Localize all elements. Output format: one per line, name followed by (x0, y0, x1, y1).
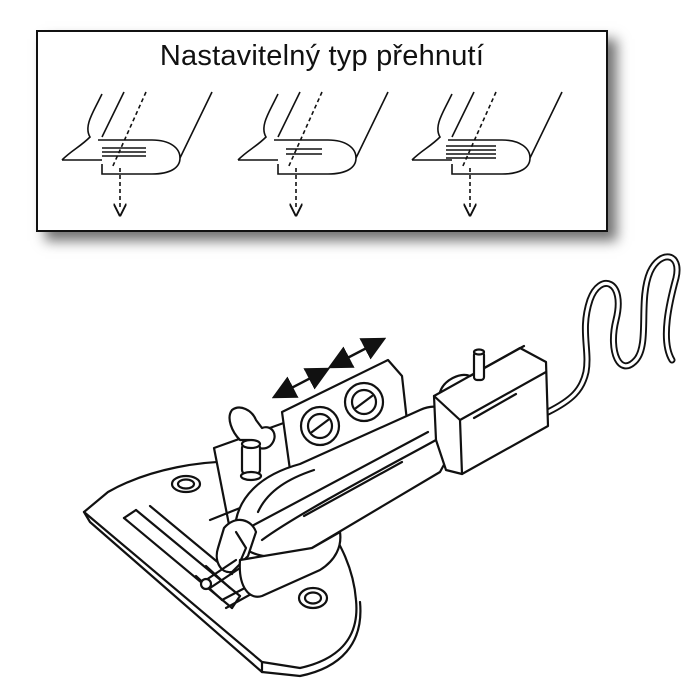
tape-guide-box (432, 346, 550, 476)
fold-variant-2 (237, 91, 389, 210)
fold-variant-1 (61, 91, 213, 210)
fold-variant-3 (411, 91, 563, 210)
screw-2 (343, 381, 385, 423)
fold-type-panel: Nastavitelný typ přehnutí (36, 30, 608, 232)
adjust-arrow-2 (327, 337, 387, 369)
adjust-arrow-1 (271, 367, 331, 399)
panel-title: Nastavitelný typ přehnutí (159, 40, 485, 72)
screw-1 (299, 405, 341, 447)
wing-nut (228, 406, 276, 450)
